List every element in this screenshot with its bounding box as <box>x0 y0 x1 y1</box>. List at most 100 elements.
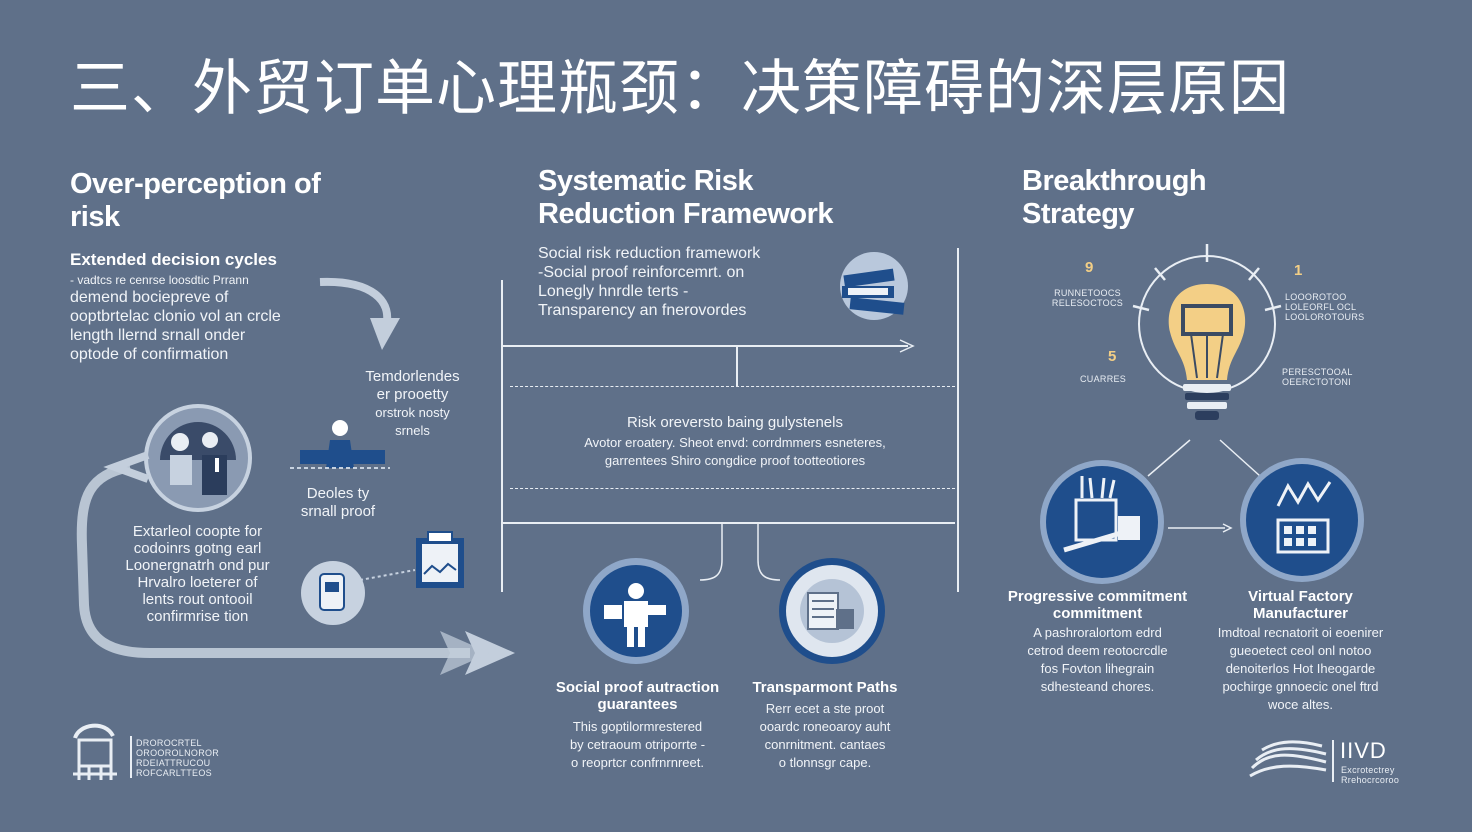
bulb-left-top-text: RUNNETOOCS RELESOCTOCS <box>1040 288 1135 308</box>
label-five: 5 <box>1108 348 1117 365</box>
social-proof-title-line: Social proof autraction <box>555 679 720 696</box>
social-proof-text-line: by cetraoum otriporrte - <box>569 737 706 752</box>
extended-line: Extarleol coopte for <box>132 523 263 540</box>
social-proof-text-line: This goptilormrestered <box>572 719 703 734</box>
page-title: 三、外贸订单心理瓶颈：决策障碍的深层原因 <box>70 55 1290 122</box>
social-proof-icon <box>583 558 689 664</box>
mid-text-line: garrentees Shiro congdice proof tootteot… <box>604 453 866 468</box>
mid-text-line: Avotor eroatery. Sheot envd: corrdmmers … <box>584 435 886 450</box>
frame-bottom-line <box>503 522 955 524</box>
bulb-label-line: LOOOROTOO <box>1285 292 1347 302</box>
mid-title: Risk oreversto baing gulystenels <box>627 414 843 431</box>
frame-dashed-line-1 <box>510 386 955 387</box>
col2-intro-line: Lonegly hnrdle terts - <box>538 283 689 300</box>
brand-sub: Excrotectrey Rrehocrcoroo <box>1341 765 1399 785</box>
transparent-text-line: conrnitment. cantaes <box>764 737 886 752</box>
tendencies-line: Temdorlendes <box>365 368 460 385</box>
bulb-label-line: PERESCTOOAL <box>1282 367 1353 377</box>
col1-para-line: length llernd srnall onder <box>70 327 246 344</box>
extended-line: confirmrise tion <box>146 608 249 625</box>
col1-heading-line1: Over-perception of <box>70 168 321 200</box>
bulb-label-line: LOLEORFL OCL <box>1285 302 1357 312</box>
decline-line: Deoles ty <box>306 485 370 502</box>
col1-heading: Over-perception of risk <box>70 168 321 234</box>
frame-right-line <box>957 248 959 592</box>
col1-para-line: ooptbrtelac clonio vol an crcle <box>70 308 281 325</box>
bulb-right-bottom-text: PERESCTOOAL OEERCTOTONI <box>1282 367 1353 387</box>
label-one: 1 <box>1294 262 1303 279</box>
virtual-text-line: denoiterlos Hot Iheogarde <box>1225 661 1376 676</box>
brand-name: IIVD <box>1340 738 1387 763</box>
logo-text-line: ROFCARLTTEOS <box>136 768 212 778</box>
col1-para-line: demend bociepreve of <box>70 289 229 306</box>
virtual-text-line: gueoetect ceol onl notoo <box>1229 643 1372 658</box>
col1-para-line: - vadtcs re cenrse loosdtic Prrann <box>70 273 249 287</box>
virtual-title-line: Manufacturer <box>1252 605 1349 622</box>
col1-heading-line2: risk <box>70 201 120 233</box>
bulb-left-bottom-text: CUARRES <box>1080 374 1127 384</box>
virtual-title-line: Virtual Factory <box>1248 588 1353 605</box>
frame-left-line <box>501 280 503 592</box>
transparent-paths-title: Transparmont Paths <box>752 679 898 696</box>
extended-line: Loonergnatrh ond pur <box>125 557 270 574</box>
logo-divider <box>130 736 132 778</box>
extended-line: lents rout ontooil <box>142 591 253 608</box>
logo-text-line: OROOROLNOROR <box>136 748 220 758</box>
col3-heading-line2: Strategy <box>1022 198 1135 230</box>
tendencies-line: er prooetty <box>376 386 449 403</box>
progressive-text-line: cetrod deem reotocrcdle <box>1027 643 1168 658</box>
logo-text-line: RDEIATTRUCOU <box>136 758 211 768</box>
transparent-text-line: ooardc roneoaroy auht <box>759 719 891 734</box>
bulb-label-line: RUNNETOOCS <box>1054 288 1121 298</box>
progressive-title: Progressive commitment commitment <box>1000 588 1195 622</box>
person-desk-icon <box>290 420 390 469</box>
document-icon <box>416 531 464 588</box>
progressive-text: A pashroralortom edrd cetrod deem reotoc… <box>1000 624 1195 696</box>
arrow-head-icon <box>899 339 915 353</box>
transparent-text-line: Rerr ecet a ste proot <box>765 701 885 716</box>
virtual-text-line: Imdtoal recnatorit oi eoenirer <box>1217 625 1384 640</box>
frame-stem-line <box>736 346 738 386</box>
col2-heading-line2: Reduction Framework <box>538 198 834 230</box>
brand-sub-line: Excrotectrey <box>1341 765 1395 775</box>
frame-dashed-line-2 <box>510 488 955 489</box>
extended-line: Hrvalro loeterer of <box>137 574 258 591</box>
col2-intro-line: Transparency an fnerovordes <box>538 302 747 319</box>
progressive-text-line: fos Fovton lihegrain <box>1040 661 1155 676</box>
lightbulb-icon <box>1132 244 1282 420</box>
transparent-paths-text: Rerr ecet a ste proot ooardc roneoaroy a… <box>735 700 915 772</box>
tendencies-line: srnels <box>395 423 430 438</box>
loop-arrow-icon <box>76 451 515 675</box>
phone-icon <box>301 561 365 625</box>
bulb-label-line: OEERCTOTONI <box>1282 377 1351 387</box>
mid-text: Avotor eroatery. Sheot envd: corrdmmers … <box>520 434 950 470</box>
bulb-label-line: RELESOCTOCS <box>1051 298 1124 308</box>
progressive-text-line: A pashroralortom edrd <box>1033 625 1162 640</box>
social-proof-text: This goptilormrestered by cetraoum otrip… <box>540 718 735 772</box>
col3-heading-line1: Breakthrough <box>1022 165 1207 197</box>
decline-line: srnall proof <box>300 503 376 520</box>
bulb-label-line: LOOLOROTOURS <box>1285 312 1365 322</box>
transparent-paths-icon <box>779 558 885 664</box>
extended-line: codoinrs gotng earl <box>133 540 262 557</box>
virtual-factory-icon <box>1240 458 1364 582</box>
col1-para-line: optode of confirmation <box>70 346 229 363</box>
strategy-connectors <box>1147 439 1261 533</box>
col1-paragraph: - vadtcs re cenrse loosdtic Prrann demen… <box>70 272 281 364</box>
logo-text-line: DROROCRTEL <box>136 738 202 748</box>
tendencies-line: orstrok nosty <box>375 405 450 420</box>
brand-divider <box>1332 740 1334 782</box>
bulb-right-top-text: LOOOROTOO LOLEORFL OCL LOOLOROTOURS <box>1285 292 1364 322</box>
virtual-text-line: woce altes. <box>1267 697 1334 712</box>
virtual-text-line: pochirge gnnoecic onel ftrd <box>1222 679 1379 694</box>
transparent-text-line: o tlonnsgr cape. <box>778 755 872 770</box>
extended-text: Extarleol coopte for codoinrs gotng earl… <box>115 523 280 625</box>
col2-intro: Social risk reduction framework -Social … <box>538 244 760 320</box>
col3-heading: Breakthrough Strategy <box>1022 165 1207 231</box>
meeting-people-icon <box>144 404 252 512</box>
logo-text: DROROCRTEL OROOROLNOROR RDEIATTRUCOU ROF… <box>136 738 219 778</box>
col1-subheading: Extended decision cycles <box>70 250 277 269</box>
documents-stack-icon <box>840 252 908 320</box>
building-logo-icon <box>73 723 117 780</box>
connector-lines <box>699 522 781 581</box>
